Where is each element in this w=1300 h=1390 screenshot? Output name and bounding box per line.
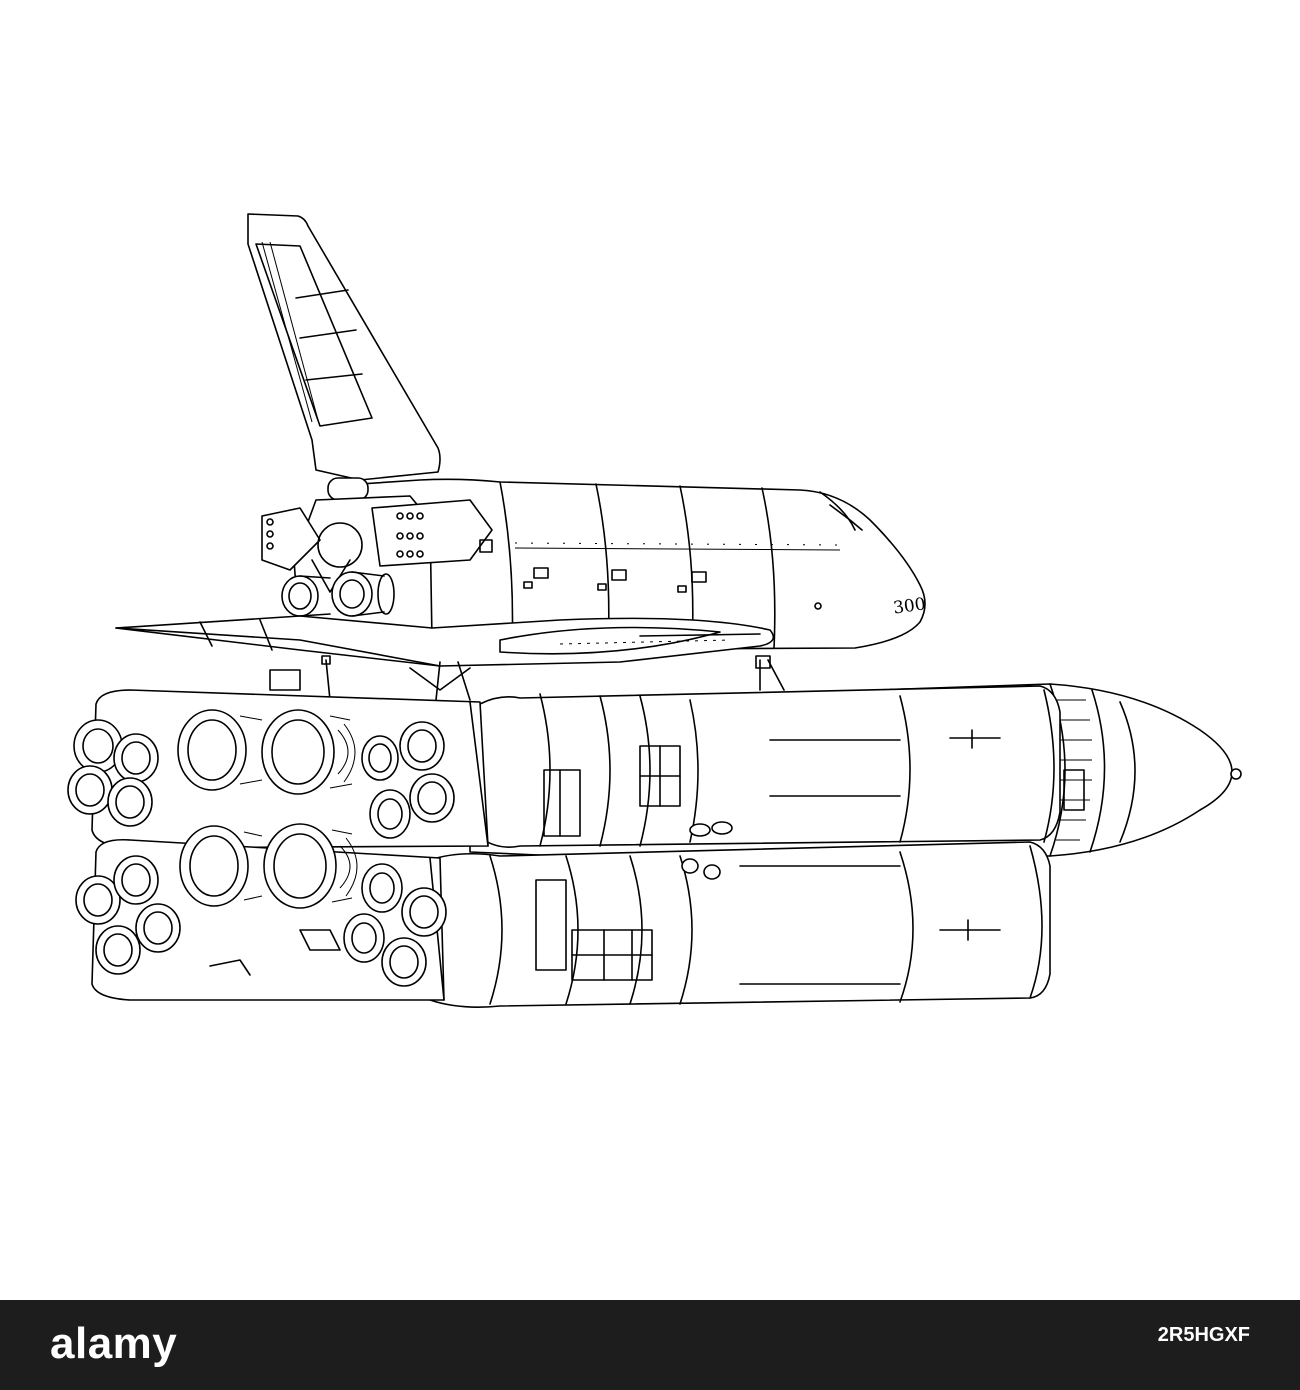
booster-nozzles-upper-left (68, 720, 158, 826)
aft-engine-block (262, 478, 492, 642)
booster-nozzles-upper-right (362, 722, 454, 838)
booster-nozzles-lower-left (76, 856, 180, 974)
tail-fin (248, 214, 440, 480)
image-id-label: 2R5HGXF (1157, 1324, 1250, 1346)
attach-struts (270, 656, 784, 700)
brand-logo: alamy (50, 1319, 178, 1368)
orbiter: 300 (116, 214, 927, 700)
booster-nozzles-lower-right (344, 864, 446, 986)
core-nozzles (178, 710, 357, 908)
watermark-bar (0, 1300, 1300, 1390)
delta-wing (116, 616, 773, 666)
hull-number: 300 (892, 594, 927, 618)
upper-booster (480, 686, 1060, 847)
lower-booster (430, 842, 1050, 1007)
engine-cluster (68, 690, 488, 1000)
rocket-shuttle-illustration: 300 (0, 0, 1300, 1300)
